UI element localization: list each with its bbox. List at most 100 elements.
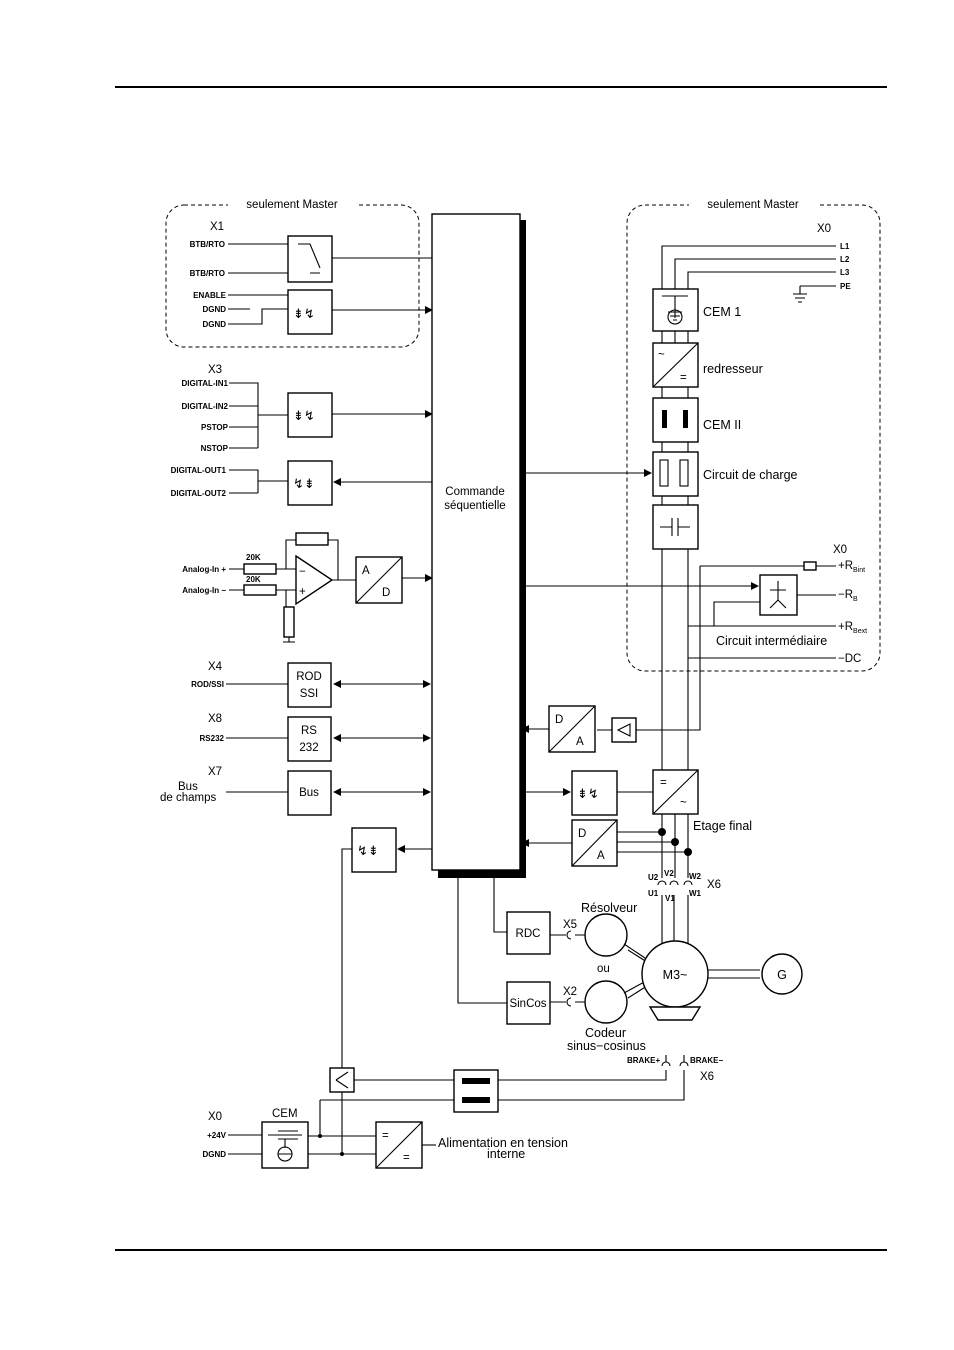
dc-capacitor-block <box>652 504 699 550</box>
encoder-label-line2: sinus−cosinus <box>567 1039 646 1053</box>
optocoupler-final-block <box>571 770 618 816</box>
x2-label: X2 <box>563 986 577 998</box>
rb-int-pin: +RBint <box>838 560 865 574</box>
cem1-label: CEM 1 <box>703 305 741 319</box>
x6-pin-w2: W2 <box>689 872 702 881</box>
x0-brake-label: X0 <box>833 544 847 556</box>
voltage-sense-block <box>611 717 637 743</box>
svg-text:SSI: SSI <box>300 688 319 700</box>
x8-label: X8 <box>208 713 222 725</box>
svg-text:=: = <box>403 1152 410 1164</box>
x6-pin-w1: W1 <box>689 889 702 898</box>
x1-pin-btb1: BTB/RTO <box>190 240 225 249</box>
x3-pin-nstop: NSTOP <box>201 444 229 453</box>
x5-label: X5 <box>563 919 577 931</box>
svg-text:⇟↯: ⇟↯ <box>293 408 315 423</box>
x6-pin-u1: U1 <box>648 889 659 898</box>
rs232-block <box>287 716 332 762</box>
sincos-block <box>506 981 551 1025</box>
cem2-block <box>652 397 699 443</box>
rdc-block <box>506 911 551 955</box>
final-stage-label: Etage final <box>693 819 752 833</box>
controller-label-line1: Commande <box>445 486 504 498</box>
x6-pin-v1: V1 <box>665 894 675 903</box>
x3-pin-out1: DIGITAL-OUT1 <box>171 466 227 475</box>
brake-switch-block <box>329 1067 355 1093</box>
x0-pin-l2: L2 <box>840 255 850 264</box>
svg-text:A: A <box>576 736 584 748</box>
supply-label-line2: interne <box>487 1147 525 1161</box>
resolver-symbol <box>584 913 628 957</box>
svg-text:D: D <box>555 714 563 726</box>
svg-text:A: A <box>597 850 605 862</box>
fieldbus-block <box>287 770 332 816</box>
x7-label: X7 <box>208 766 222 778</box>
svg-text:⇟↯: ⇟↯ <box>293 306 315 321</box>
master-right-title: seulement Master <box>707 199 799 211</box>
x1-pin-dgnd2: DGND <box>202 320 226 329</box>
dc-link-label: Circuit intermédiaire <box>716 634 827 648</box>
cem2-label: CEM II <box>703 418 741 432</box>
x1-pin-enable: ENABLE <box>193 291 227 300</box>
svg-text:~: ~ <box>658 349 665 361</box>
svg-text:=: = <box>680 372 687 384</box>
supply-pin-dgnd: DGND <box>202 1150 226 1159</box>
optocoupler-enable-block <box>287 289 333 335</box>
svg-text:RDC: RDC <box>516 928 541 940</box>
x3-pin-out2: DIGITAL-OUT2 <box>171 489 227 498</box>
svg-text:RS: RS <box>301 725 317 737</box>
svg-text:↯⇟: ↯⇟ <box>293 476 315 491</box>
x6-pin-v2: V2 <box>664 869 674 878</box>
x1-pin-btb2: BTB/RTO <box>190 269 225 278</box>
encoder-symbol <box>584 980 628 1024</box>
svg-text:D: D <box>382 587 390 599</box>
x0-pin-pe: PE <box>840 282 851 291</box>
optocoupler-outputs-block <box>287 460 333 506</box>
x6-label: X6 <box>707 879 721 891</box>
optocoupler-inputs-block <box>287 392 333 438</box>
svg-text:−: − <box>299 566 306 578</box>
or-label: ou <box>597 963 610 975</box>
svg-text:~: ~ <box>680 797 687 809</box>
brake-filter-block <box>453 1069 499 1113</box>
rectifier-label: redresseur <box>703 362 763 376</box>
supply-pin-24v: +24V <box>207 1131 227 1140</box>
controller-block <box>431 213 521 871</box>
supply-x0-label: X0 <box>208 1111 222 1123</box>
analog-res2: 20K <box>246 575 261 584</box>
svg-text:↯⇟: ↯⇟ <box>357 843 379 858</box>
resolver-label: Résolveur <box>581 901 637 915</box>
x3-pin-pstop: PSTOP <box>201 423 229 432</box>
svg-text:D: D <box>578 828 586 840</box>
supply-label-line1: Alimentation en tension <box>438 1136 568 1150</box>
supply-cem-label: CEM <box>272 1108 298 1120</box>
generator-symbol <box>761 953 803 995</box>
dc-minus-pin: −DC <box>838 653 861 665</box>
opamp-symbol <box>295 554 334 606</box>
rb-pin: −RB <box>838 589 858 603</box>
x0-pin-l1: L1 <box>840 242 850 251</box>
master-left-title: seulement Master <box>246 199 338 211</box>
x0-pin-l3: L3 <box>840 268 850 277</box>
x3-pin-in2: DIGITAL-IN2 <box>181 402 228 411</box>
generator-label: G <box>777 968 787 982</box>
x0-label: X0 <box>817 223 831 235</box>
x1-pin-dgnd1: DGND <box>202 305 226 314</box>
analog-res1: 20K <box>246 553 261 562</box>
x4-label: X4 <box>208 661 223 673</box>
x1-label: X1 <box>210 221 224 233</box>
svg-text:Bus: Bus <box>299 787 319 799</box>
x3-label: X3 <box>208 364 222 376</box>
svg-text:SinCos: SinCos <box>509 998 546 1010</box>
analog-in-minus: Analog-In − <box>182 586 226 595</box>
brake-plus-pin: BRAKE+ <box>627 1056 660 1065</box>
relay-contact-block <box>287 235 333 283</box>
analog-in-plus: Analog-In + <box>182 565 226 574</box>
brake-x6-label: X6 <box>700 1071 714 1083</box>
svg-text:+: + <box>299 586 306 598</box>
x4-pin: ROD/SSI <box>191 680 224 689</box>
svg-text:A: A <box>362 565 370 577</box>
x8-pin: RS232 <box>200 734 225 743</box>
x7-pin-line2: de champs <box>160 792 217 804</box>
